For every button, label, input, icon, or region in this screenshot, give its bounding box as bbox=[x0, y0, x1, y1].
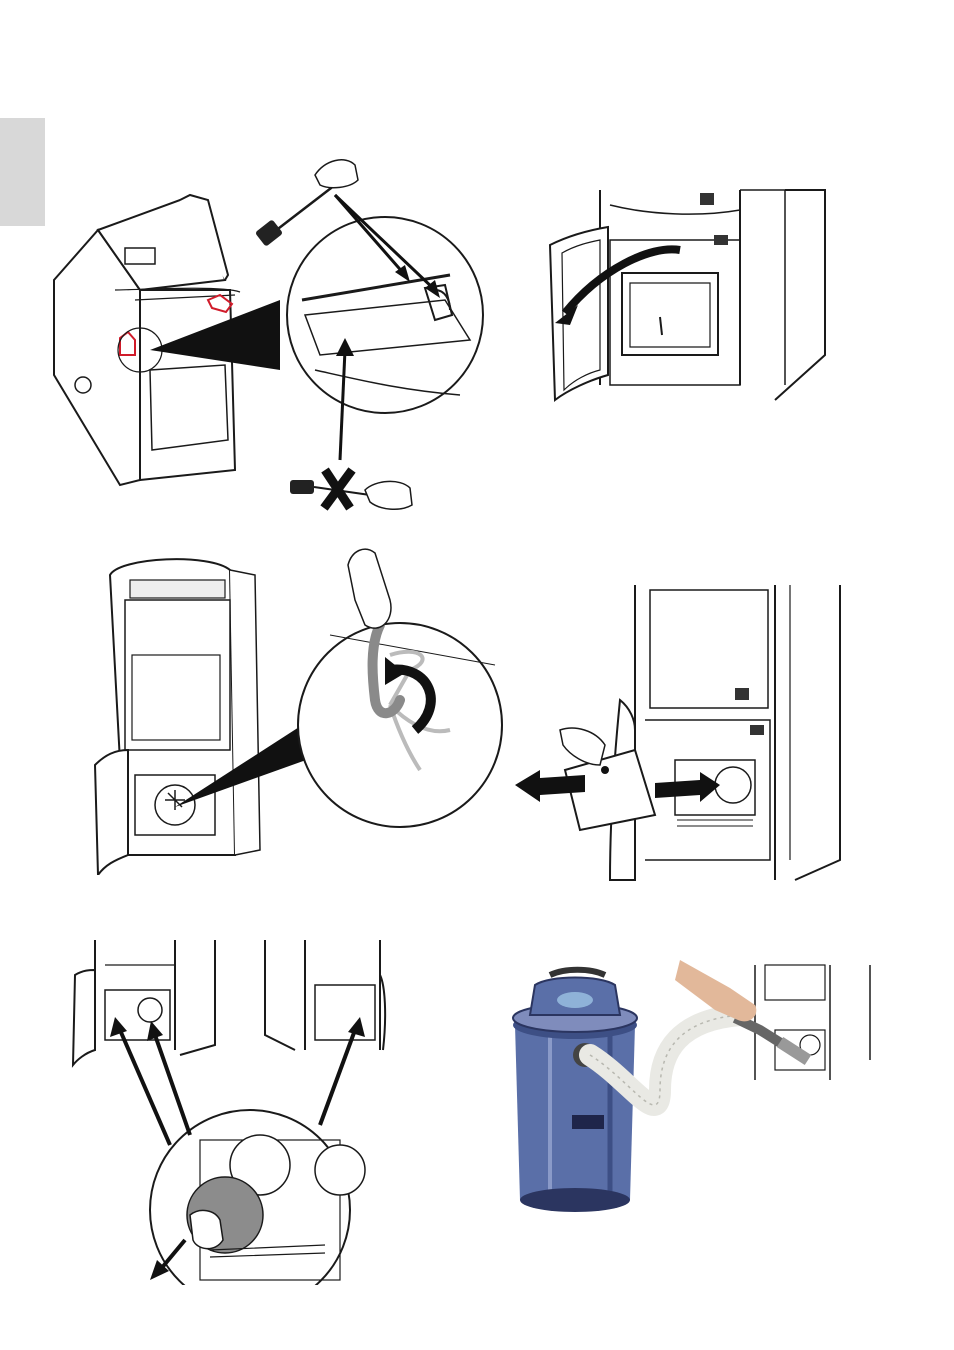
zoom-detail-circle bbox=[150, 1110, 365, 1285]
figure-turn-cleaning-lever bbox=[90, 545, 510, 875]
brush-icon bbox=[255, 185, 335, 247]
zoom-detail-circle bbox=[287, 217, 483, 413]
figure-open-firebox-door bbox=[540, 185, 835, 410]
figure-remove-inspection-panel bbox=[505, 580, 850, 890]
hand-icon bbox=[365, 481, 412, 509]
figure-vacuum-ash-cleaner bbox=[510, 960, 880, 1220]
stove-front bbox=[95, 559, 260, 875]
figure-top-brush-cleaning bbox=[40, 140, 500, 530]
zoom-detail-circle bbox=[298, 623, 502, 827]
hand-icon bbox=[190, 1210, 223, 1248]
hand-icon bbox=[560, 728, 605, 765]
hand-icon bbox=[315, 160, 358, 188]
hand-icon bbox=[348, 549, 391, 628]
section-tab bbox=[0, 118, 45, 226]
figure-remove-side-covers bbox=[65, 935, 405, 1285]
